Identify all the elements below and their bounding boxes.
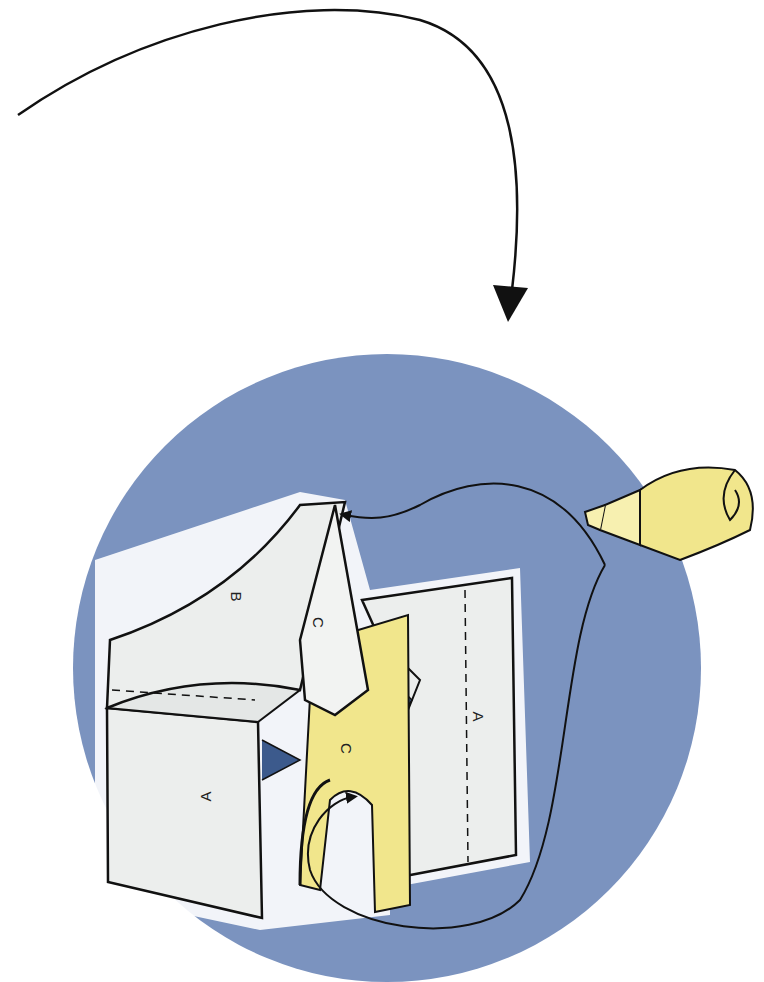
part-letter: C — [339, 743, 354, 754]
part-letter: A — [197, 791, 212, 801]
part-letter: A — [470, 711, 485, 721]
part-letter: B — [228, 591, 243, 601]
part-letter: C — [311, 617, 326, 628]
